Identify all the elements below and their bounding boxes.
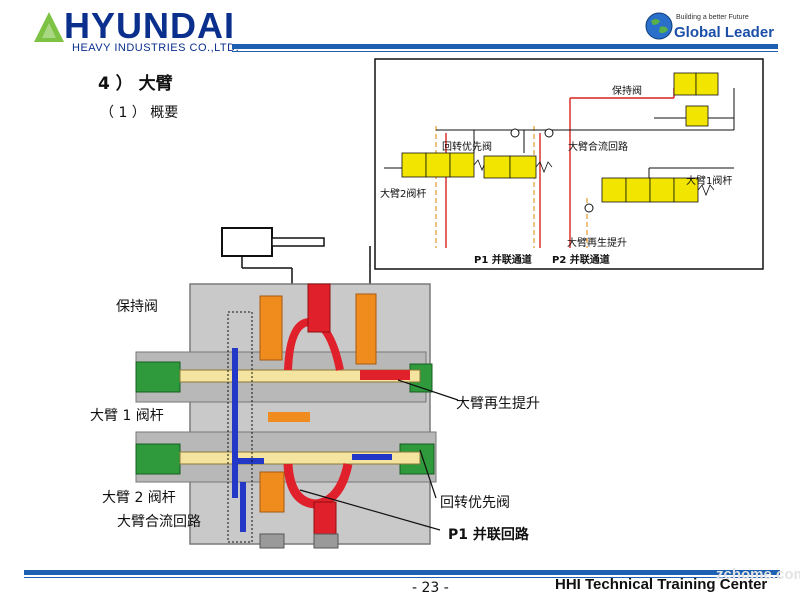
schematic-p2-parallel-label: P2 并联通道 — [552, 255, 610, 266]
brand-subtitle: HEAVY INDUSTRIES CO.,LTD. — [72, 42, 240, 54]
header-rule — [232, 44, 778, 49]
cutaway-boom1-spool-label: 大臂 1 阀杆 — [90, 408, 164, 424]
cutaway-p1-parallel-label: P1 并联回路 — [448, 527, 529, 543]
footer-text: HHI Technical Training Center — [555, 576, 768, 593]
schematic-p1-parallel-label: P1 并联通道 — [474, 255, 532, 266]
watermark: zchome.com — [716, 566, 800, 583]
schematic-boom2-spool-label: 大臂2阀杆 — [380, 189, 427, 200]
boom-valve-cutaway — [135, 227, 437, 549]
schematic-boom-confluence-label: 大臂合流回路 — [568, 142, 628, 153]
globe-icon — [645, 12, 673, 40]
schematic-boom-regen-label: 大臂再生提升 — [567, 238, 627, 249]
section-subtitle: （ 1 ） 概要 — [100, 105, 179, 121]
hydraulic-schematic — [374, 58, 764, 270]
cutaway-swing-priority-label: 回转优先阀 — [440, 495, 510, 511]
hyundai-logo-icon — [34, 12, 64, 42]
cutaway-boom2-spool-label: 大臂 2 阀杆 — [102, 490, 176, 506]
footer-rule — [24, 570, 780, 575]
schematic-swing-priority-label: 回转优先阀 — [442, 142, 492, 153]
schematic-hold-valve-label: 保持阀 — [612, 86, 642, 97]
global-tagline: Building a better Future — [676, 14, 749, 21]
cutaway-boom-confluence-label: 大臂合流回路 — [117, 514, 201, 530]
footer-rule-thin — [24, 577, 780, 578]
section-title: 4 ） 大臂 — [98, 74, 173, 94]
header-rule-thin — [232, 51, 778, 52]
schematic-boom1-spool-label: 大臂1阀杆 — [686, 176, 733, 187]
callout-leaders — [299, 379, 459, 531]
cutaway-boom-regen-label: 大臂再生提升 — [456, 396, 540, 412]
page-number: - 23 - — [412, 580, 449, 596]
global-leader-title: Global Leader — [674, 24, 775, 41]
brand-name: HYUNDAI — [64, 5, 236, 46]
cutaway-hold-valve-label: 保持阀 — [116, 299, 158, 315]
